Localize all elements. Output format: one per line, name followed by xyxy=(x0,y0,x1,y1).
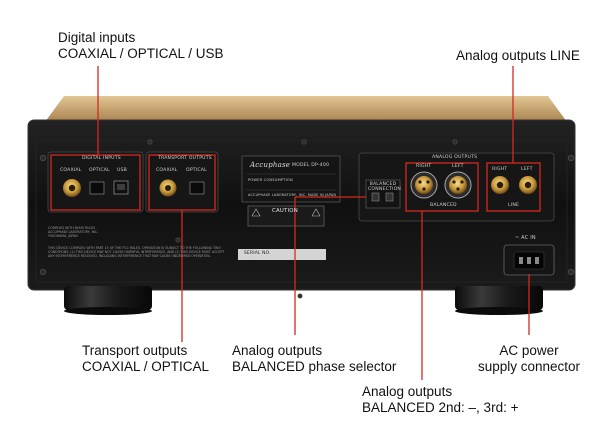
ac-inlet xyxy=(503,244,555,276)
transport-title: TRANSPORT OUTPUTS xyxy=(158,156,212,161)
analog-line-callout: Analog outputs LINE xyxy=(456,48,580,64)
analog-outputs-panel xyxy=(358,152,555,222)
line-left-label: LEFT xyxy=(521,167,533,172)
line-label: LINE xyxy=(508,203,520,208)
ac-power-callout-line1: AC power xyxy=(499,343,559,358)
transport-optical-label: OPTICAL xyxy=(186,168,207,173)
ac-in-label: ~ AC IN xyxy=(515,235,536,241)
balanced-phase-callout-line1: Analog outputs xyxy=(362,384,453,399)
transport-outputs-callout-line2: COAXIAL / OPTICAL xyxy=(82,359,210,374)
balanced-label: BALANCED xyxy=(430,203,457,208)
digital-inputs-title: DIGITAL INPUTS xyxy=(82,156,121,161)
balanced-left-label: LEFT xyxy=(452,164,464,169)
transport-outputs-panel xyxy=(145,151,219,213)
balanced-xlr-right-jack xyxy=(410,171,438,199)
digital-inputs-callout-line2: COAXIAL / OPTICAL / USB xyxy=(58,46,224,61)
model-text: MODEL DP-400 xyxy=(292,163,330,168)
optical-input-port xyxy=(89,181,105,195)
power-consumption-text: POWER CONSUMPTION xyxy=(248,178,293,182)
analog-line-callout-line1: Analog outputs LINE xyxy=(456,48,580,63)
line-rca-left-jack xyxy=(519,176,537,194)
line-rca-right-jack xyxy=(491,176,509,194)
phase-selector-callout-line1: Analog outputs xyxy=(232,343,323,358)
optical-label: OPTICAL xyxy=(89,168,110,173)
optical-output-port xyxy=(189,181,205,195)
fcc-text: THIS DEVICE COMPLIES WITH PART 15 OF THE… xyxy=(48,246,225,259)
ac-power-callout: AC power supply connector xyxy=(466,343,592,375)
balanced-right-label: RIGHT xyxy=(416,164,432,169)
digital-inputs-panel xyxy=(47,151,144,213)
serial-text: SERIAL NO. xyxy=(244,251,271,256)
feet xyxy=(64,286,543,315)
usb-label: USB xyxy=(117,168,128,173)
screws xyxy=(39,139,575,299)
coaxial-label: COAXIAL xyxy=(60,168,82,173)
complies-text: COMPLIES WITH DHHS RULES ACCUPHASE LABOR… xyxy=(48,226,99,239)
serial-label xyxy=(238,249,326,260)
brand-logo: Accuphase xyxy=(250,161,291,169)
model-label xyxy=(241,155,341,203)
transport-outputs-callout-line1: Transport outputs xyxy=(82,343,188,358)
balanced-connection-label: BALANCED CONNECTION xyxy=(368,182,402,192)
phase-selector-callout-line2: BALANCED phase selector xyxy=(232,359,397,374)
caution-label xyxy=(247,205,325,227)
transport-coaxial-label: COAXIAL xyxy=(156,168,178,173)
line-right-label: RIGHT xyxy=(492,167,508,172)
callout-lines xyxy=(50,66,541,380)
balanced-xlr-left-jack xyxy=(444,171,472,199)
balanced-phase-selector xyxy=(365,179,401,209)
made-in-text: ACCUPHASE LABORATORY, INC. MADE IN JAPAN xyxy=(248,193,337,197)
balanced-phase-callout-line2: BALANCED 2nd: –, 3rd: + xyxy=(362,400,519,415)
digital-inputs-callout-line1: Digital inputs xyxy=(58,30,136,45)
caution-text: CAUTION xyxy=(272,208,298,214)
ac-power-callout-line2: supply connector xyxy=(477,359,581,374)
analog-outputs-title: ANALOG OUTPUTS xyxy=(432,155,478,160)
transport-outputs-callout: Transport outputs COAXIAL / OPTICAL xyxy=(82,343,209,375)
balanced-phase-callout: Analog outputs BALANCED 2nd: –, 3rd: + xyxy=(362,384,518,416)
phase-selector-callout: Analog outputs BALANCED phase selector xyxy=(232,343,396,375)
digital-inputs-callout: Digital inputs COAXIAL / OPTICAL / USB xyxy=(58,30,224,62)
